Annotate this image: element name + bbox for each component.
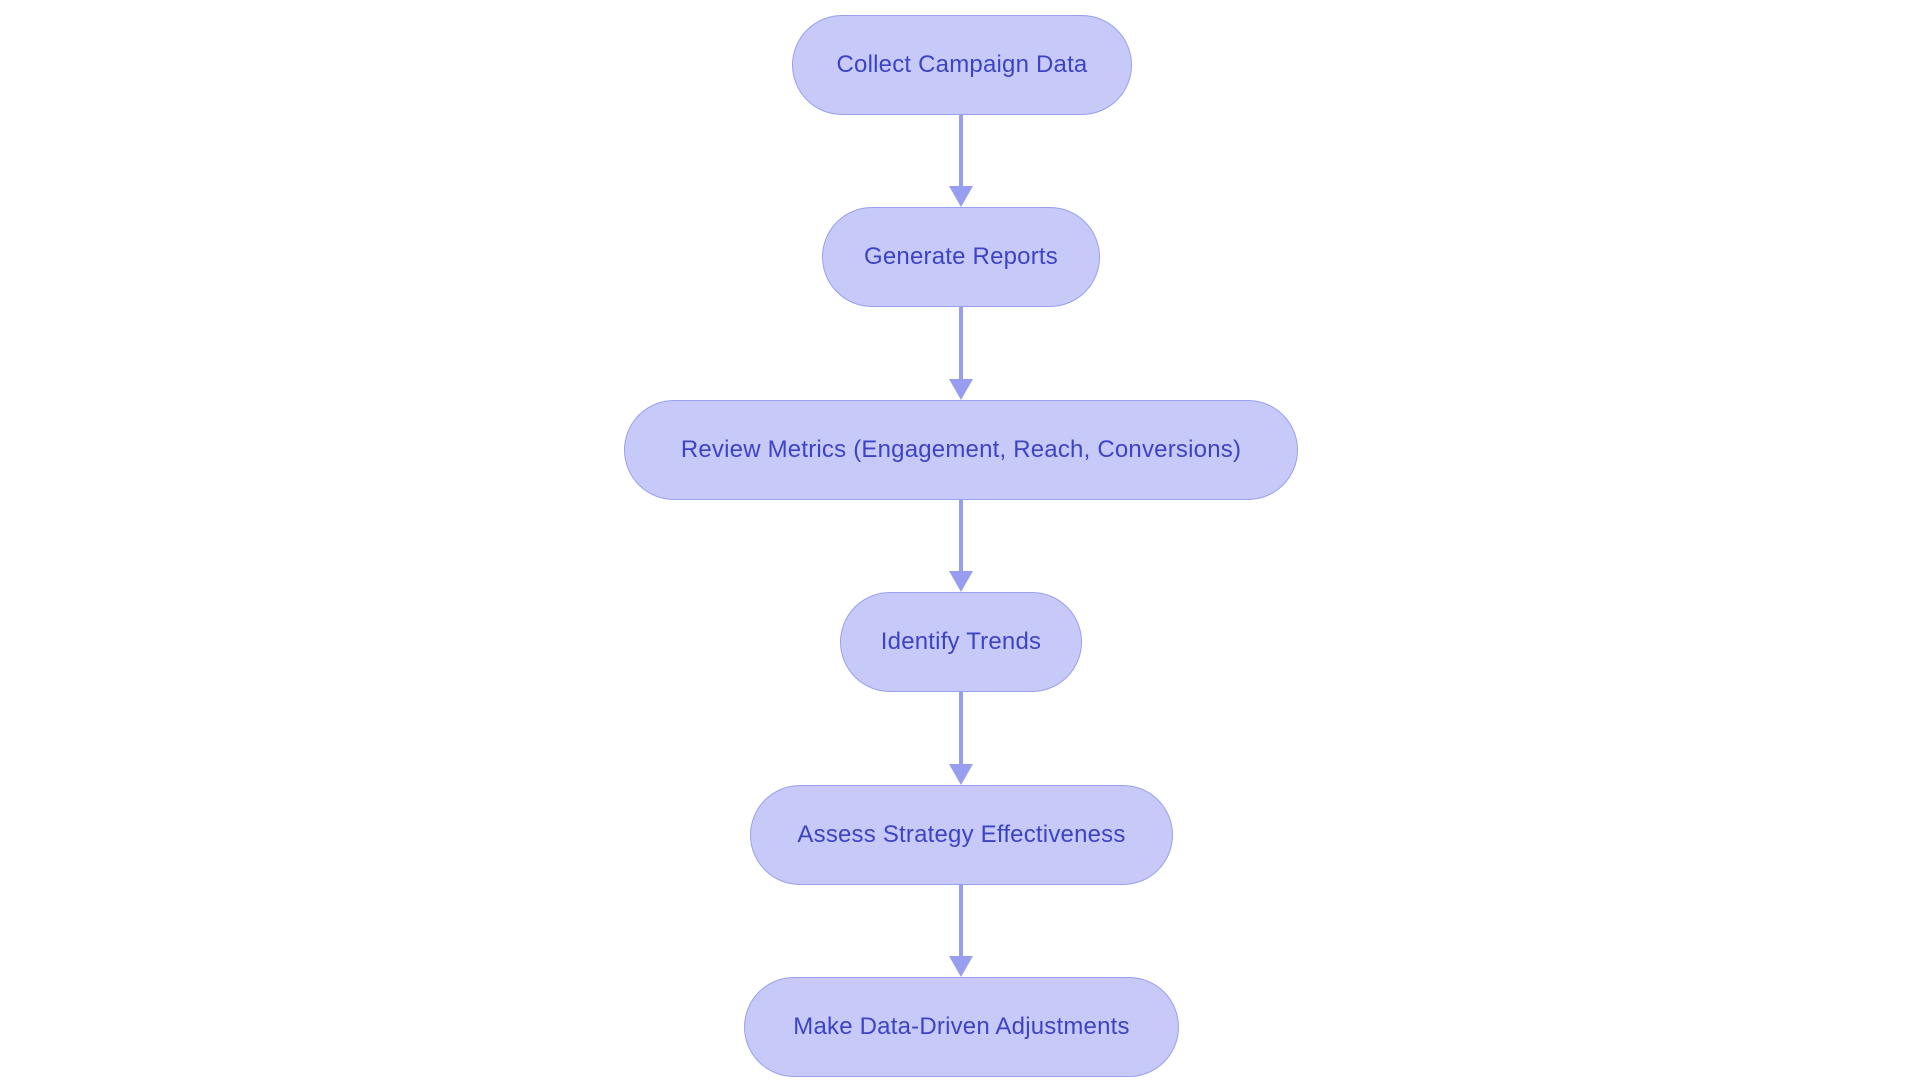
arrow-connector (949, 885, 973, 977)
arrow-connector (949, 692, 973, 785)
flow-node-review-metrics: Review Metrics (Engagement, Reach, Conve… (624, 400, 1298, 500)
arrow-connector (949, 500, 973, 592)
flow-node-identify-trends: Identify Trends (840, 592, 1082, 692)
flow-node-generate-reports: Generate Reports (822, 207, 1100, 307)
flow-node-collect-campaign-data: Collect Campaign Data (792, 15, 1132, 115)
arrow-connector (949, 115, 973, 207)
arrow-connector (949, 307, 973, 400)
flow-node-make-data-driven-adjustments: Make Data-Driven Adjustments (744, 977, 1179, 1077)
flow-node-assess-strategy-effectiveness: Assess Strategy Effectiveness (750, 785, 1173, 885)
